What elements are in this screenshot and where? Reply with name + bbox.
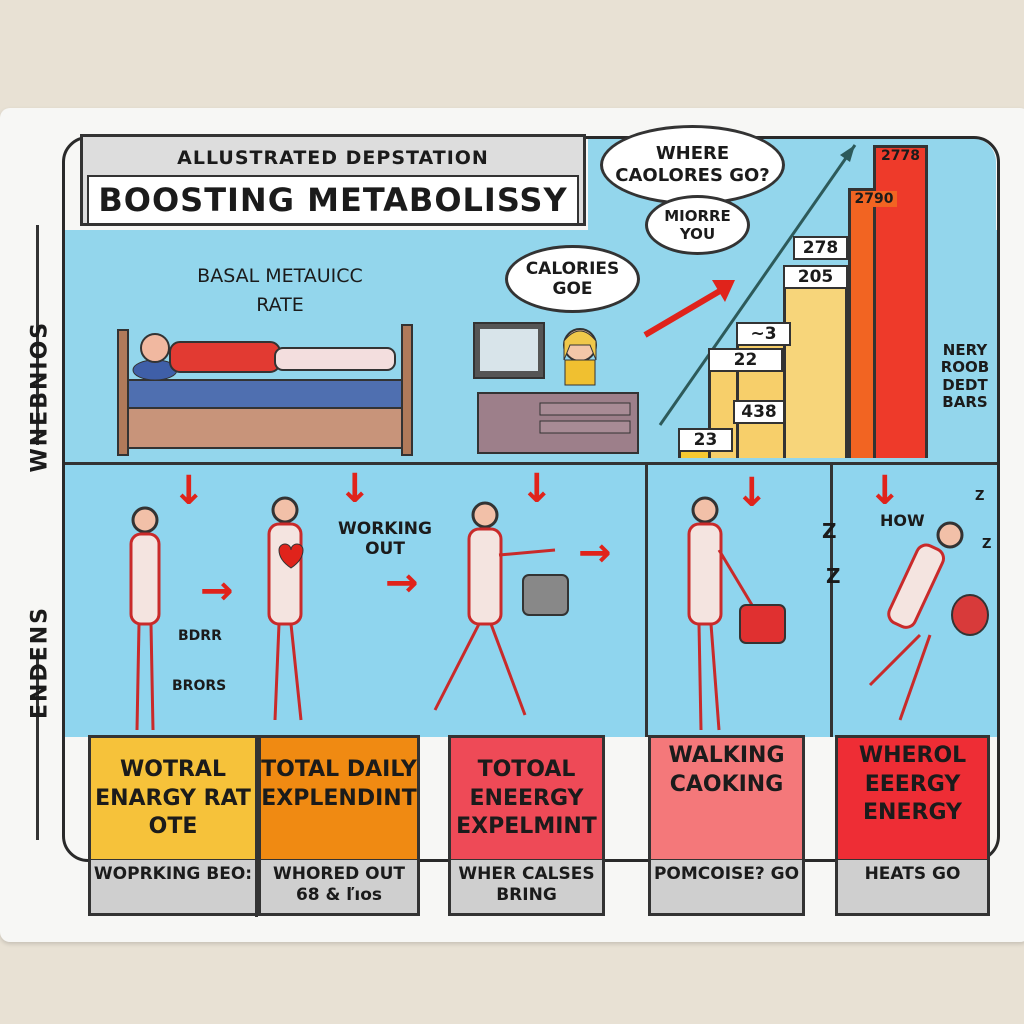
caption-label: HEATS GO <box>835 860 990 916</box>
energy-box-text: TOTOAL ENEERGY EXPELMINT <box>456 757 597 840</box>
energy-box: WALKING CAOKING <box>648 735 805 862</box>
note-label: BRORS <box>172 678 227 694</box>
energy-box-text: WOTRAL ENARGY RAT OTE <box>95 757 251 840</box>
title-box: ALLUSTRATED DEPSTATION BOOSTING METABOLI… <box>80 134 586 226</box>
energy-box: WHEROL EEERGY ENERGY <box>835 735 990 862</box>
right-arrow-icon: → <box>385 560 419 606</box>
side-label-top: WNEBNIOS <box>27 320 53 473</box>
right-arrow-icon: → <box>200 568 234 614</box>
bar-value-label: 2778 <box>876 148 925 164</box>
how-label: HOW <box>880 511 925 530</box>
page-title: BOOSTING METABOLISSY <box>87 175 579 225</box>
energy-box: TOTAL DAILY EXPLENDINT <box>258 735 420 862</box>
divider <box>830 462 833 737</box>
caption-label: WHER CALSES BRING <box>448 860 605 916</box>
sleep-z: Z <box>822 519 837 543</box>
energy-box: TOTOAL ENEERGY EXPELMINT <box>448 735 605 862</box>
energy-box: WOTRAL ENARGY RAT OTE <box>88 735 258 862</box>
caption-label: POMCOISE? GO <box>648 860 805 916</box>
bar-value-label: 23 <box>678 428 733 452</box>
caption-label: WHORED OUT 68 & ľıos <box>258 860 420 916</box>
down-arrow-icon: ↓ <box>172 468 206 514</box>
desk-worker-illustration <box>473 322 639 454</box>
human-body-figures <box>129 496 989 731</box>
bar-value-label: 205 <box>783 265 848 289</box>
trend-arrows <box>643 144 857 426</box>
sleep-z: Z <box>975 489 985 504</box>
energy-box-text: TOTAL DAILY EXPLENDINT <box>261 757 417 811</box>
bars-note: NERY ROOB DEDT BARS <box>940 341 990 411</box>
down-arrow-icon: ↓ <box>338 466 372 512</box>
thought-cloud-calories: CALORIES GOE <box>505 245 640 313</box>
energy-box-text: WHEROL EEERGY ENERGY <box>858 743 967 826</box>
note-label: BDRR <box>178 628 222 644</box>
side-label-bottom: ENDENS <box>27 606 53 719</box>
bar-value-label: 438 <box>733 400 785 424</box>
sleep-z: Z <box>826 564 841 588</box>
energy-box-text: WALKING CAOKING <box>668 743 785 797</box>
divider <box>645 462 648 737</box>
bar-value-label: 22 <box>708 348 783 372</box>
down-arrow-icon: ↓ <box>520 466 554 512</box>
down-arrow-icon: ↓ <box>735 470 769 516</box>
sleeping-person-bed-illustration <box>117 324 413 456</box>
down-arrow-icon: ↓ <box>868 468 902 514</box>
bmr-label: BASAL METAUICC RATE <box>197 265 363 316</box>
axis-arrow-top <box>36 225 39 445</box>
sleep-z: Z <box>982 537 992 552</box>
title-subtitle: ALLUSTRATED DEPSTATION <box>177 147 489 169</box>
bar-value-label: 278 <box>793 236 848 260</box>
axis-arrow-bottom <box>36 650 39 840</box>
right-arrow-icon: → <box>578 530 612 576</box>
thought-cloud-more: MIORRE YOU <box>645 195 750 255</box>
thought-cloud-where: WHERE CAOLORES GO? <box>600 125 785 205</box>
bar <box>783 265 848 458</box>
bar-value-label: 2790 <box>851 191 897 207</box>
working-out-label: WORKING OUT <box>338 519 432 559</box>
bar-value-label: ~3 <box>736 322 791 346</box>
caption-label: WOPRKING BEO: <box>88 860 258 916</box>
